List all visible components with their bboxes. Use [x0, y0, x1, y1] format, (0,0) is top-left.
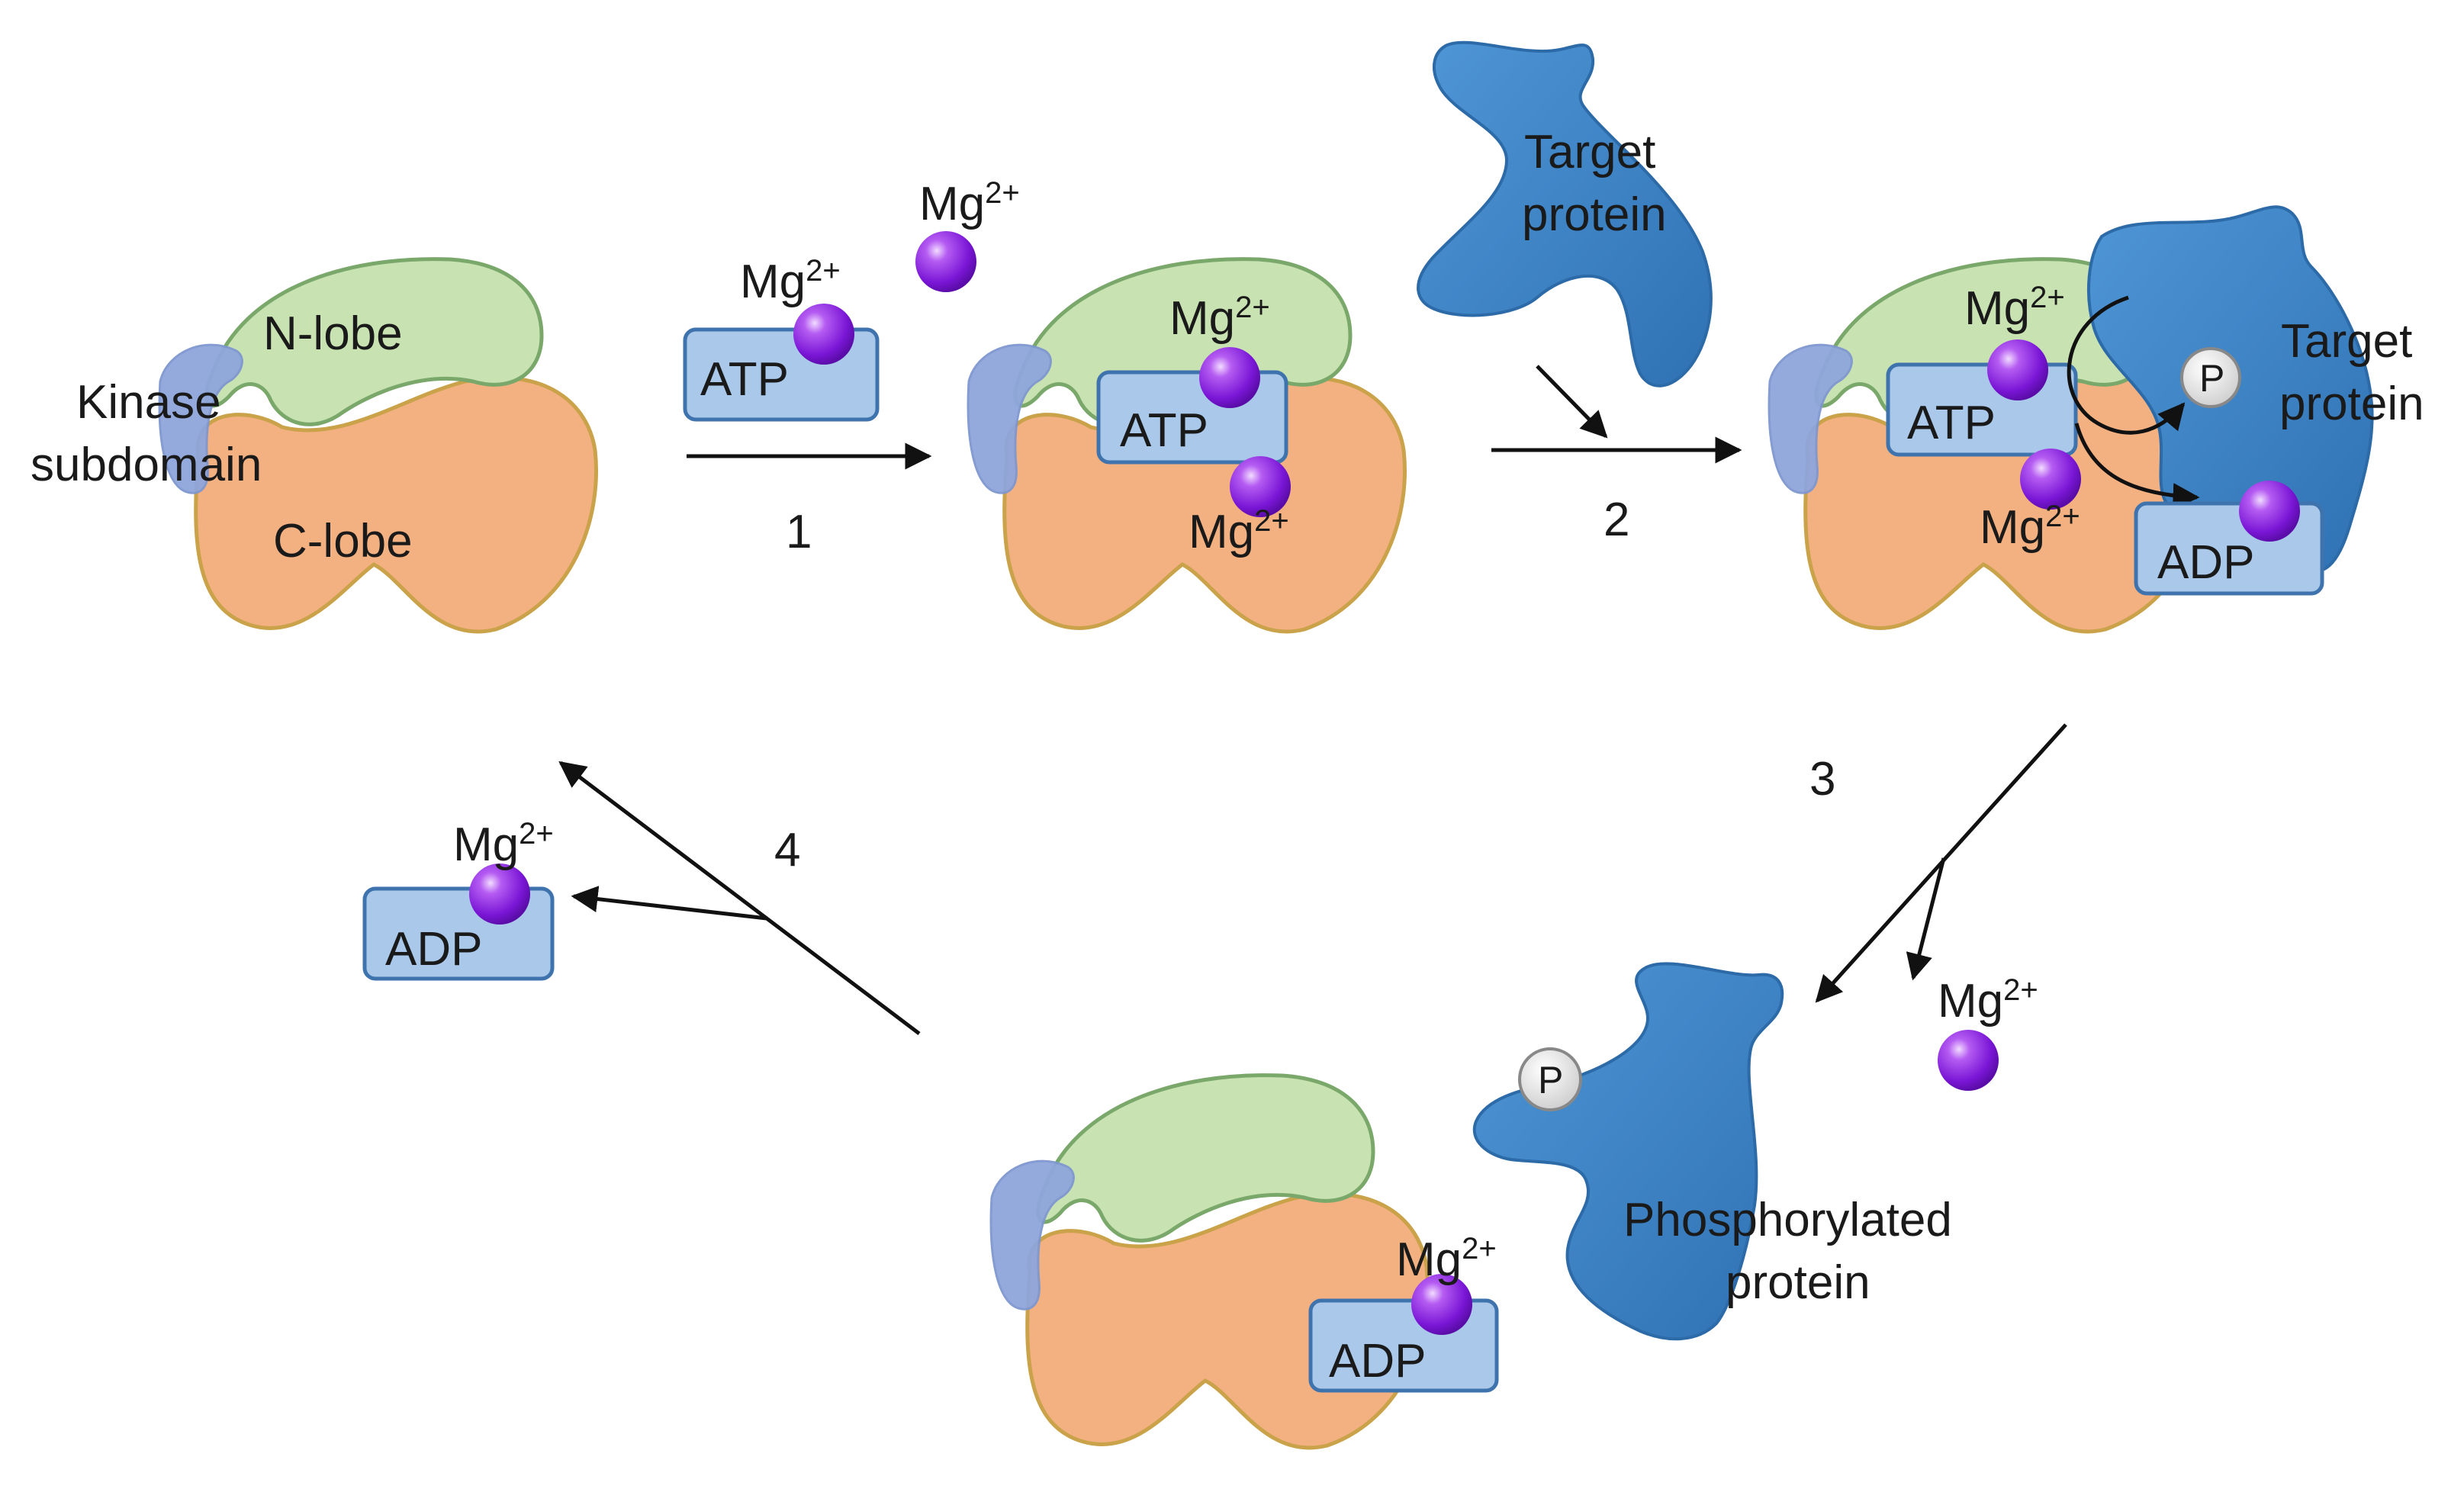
atp-label: ATP	[700, 353, 789, 406]
mg-label: Mg2+	[1169, 291, 1270, 345]
phosphorylated-protein-label-line1: Phosphorylated	[1623, 1194, 1952, 1246]
adp-stage-3: ADP	[2134, 481, 2324, 596]
arrow-step-4	[558, 761, 921, 1035]
mg-ion	[1411, 1274, 1472, 1335]
adp-label: ADP	[385, 923, 482, 976]
target-protein-label-line1: Target	[1524, 126, 1655, 178]
adp-bound: ADP Mg2+	[1308, 1232, 1499, 1393]
mg-ion	[915, 231, 976, 292]
mg-label: Mg2+	[1964, 281, 2065, 335]
mg-label: Mg2+	[1189, 504, 1289, 558]
mg-ion	[793, 304, 854, 365]
kinase-subdomain-label-line1: Kinase	[76, 376, 221, 429]
phosphate-transfer-arrow	[2067, 295, 2186, 435]
mg-ion	[1199, 347, 1260, 408]
kinase-stage-1: N-lobe C-lobe	[159, 259, 596, 632]
mg-label: Mg2+	[919, 176, 1020, 230]
mg-ion	[469, 863, 530, 925]
mg-ion	[2239, 481, 2300, 542]
target-protein-free: Target protein	[1417, 40, 1713, 388]
step-3-label: 3	[1809, 753, 1835, 806]
arrow-step-4-branch	[571, 886, 767, 921]
target-protein-label-line2: protein	[1522, 188, 1667, 241]
mg-label: Mg2+	[1396, 1232, 1497, 1286]
mg-label: Mg2+	[1938, 973, 2038, 1027]
mg-ion	[2020, 449, 2081, 510]
mg-label: Mg2+	[740, 254, 841, 308]
adp-release-arrow	[2074, 423, 2200, 510]
phosphate-label: P	[2199, 357, 2224, 400]
atp-bound: ATP Mg2+ Mg2+	[1096, 291, 1291, 558]
kinase-subdomain-label-line2: subdomain	[31, 439, 262, 491]
protein-shape	[1417, 40, 1713, 388]
phosphate-group	[1518, 1047, 1582, 1111]
phosphorylated-protein-label-line2: protein	[1726, 1256, 1871, 1309]
phosphate-group	[2180, 347, 2241, 408]
mg-free: Mg2+	[915, 176, 1020, 292]
mg-ion	[1938, 1030, 1999, 1091]
step-1-label: 1	[786, 506, 812, 558]
step-2-label: 2	[1604, 494, 1629, 546]
adp-released: ADP Mg2+	[362, 817, 555, 981]
phosphate-label: P	[1538, 1059, 1563, 1101]
mg-label: Mg2+	[453, 817, 554, 871]
atp-label: ATP	[1907, 397, 1996, 449]
target-protein-label-line2: protein	[2279, 378, 2424, 430]
atp-label: ATP	[1120, 404, 1208, 457]
mg-label: Mg2+	[1980, 500, 2080, 554]
mg-ion	[1230, 456, 1291, 517]
n-lobe-label: N-lobe	[263, 307, 403, 360]
c-lobe-label: C-lobe	[273, 515, 413, 568]
mg-released: Mg2+	[1938, 973, 2038, 1091]
phosphorylated-protein: P Phosphorylated protein	[1472, 962, 1952, 1341]
step-4-label: 4	[774, 824, 800, 876]
mg-ion	[1987, 339, 2048, 400]
atp-free: ATP Mg2+	[683, 254, 880, 422]
arrow-step-2-incoming	[1536, 365, 1608, 439]
atp-bound-stage-3: ATP Mg2+ Mg2+	[1886, 281, 2081, 554]
arrow-step-3-branch	[1906, 857, 1946, 981]
target-protein-label-line1: Target	[2281, 315, 2412, 368]
adp-label: ADP	[2157, 536, 2254, 589]
adp-label: ADP	[1329, 1335, 1426, 1388]
